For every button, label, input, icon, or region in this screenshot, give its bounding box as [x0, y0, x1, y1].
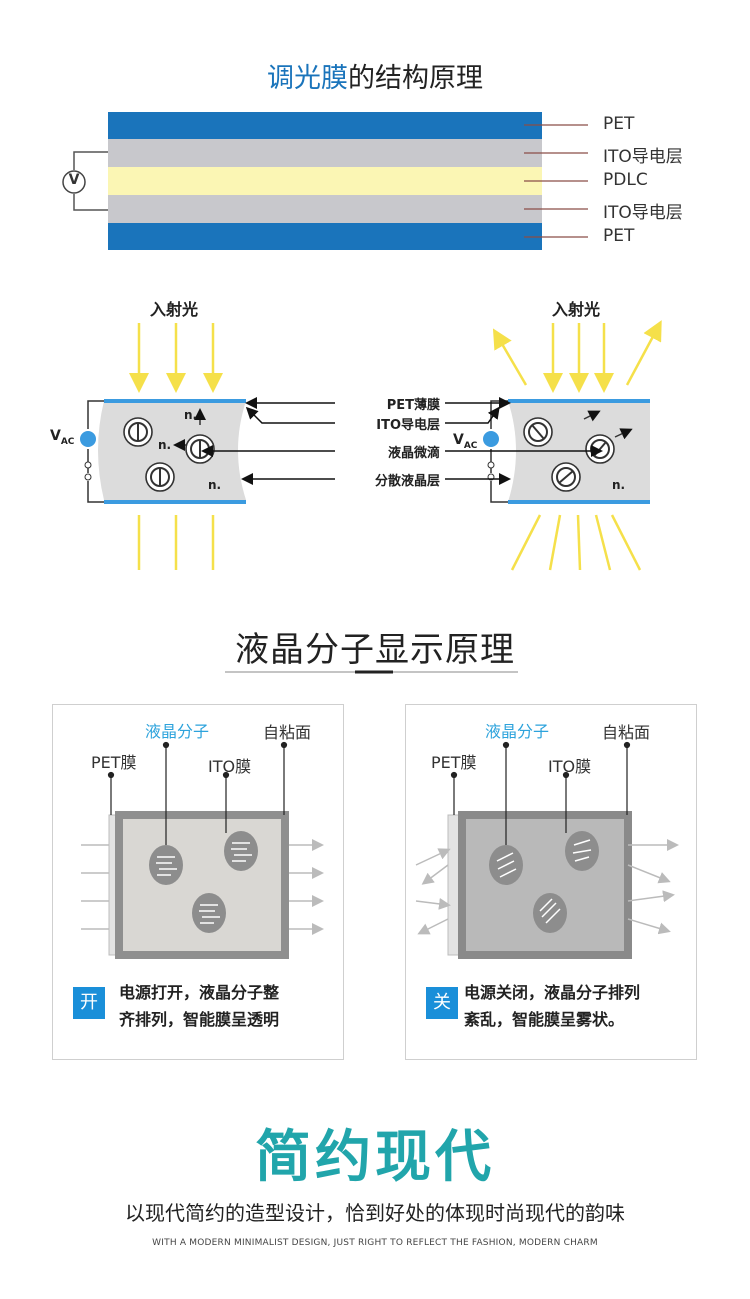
layer-label-pet-bottom: PET — [603, 226, 635, 246]
panel-power-off: 液晶分子 自粘面 PET膜 ITO膜 关 电源关闭，液晶分子排列紊乱，智能膜呈雾… — [405, 704, 697, 1060]
film-frame — [458, 811, 632, 959]
structure-title-highlight: 调光膜 — [267, 63, 348, 94]
layer-pet-top — [108, 112, 542, 139]
label-lc-droplet: 液晶微滴 — [387, 446, 440, 461]
lc-molecule-label: 液晶分子 — [485, 722, 550, 741]
modern-minimal-title: 简约现代 — [255, 1124, 495, 1190]
incident-light-left-label: 入射光 — [150, 300, 199, 319]
film-frame — [115, 811, 289, 959]
voltage-wire — [73, 151, 108, 211]
adhesive-surface-label: 自粘面 — [263, 723, 312, 742]
layer-stack-diagram — [62, 112, 588, 250]
left-n-label-b: n. — [158, 438, 172, 452]
left-ac-source-icon — [80, 431, 96, 447]
ito-film-label: ITO膜 — [208, 757, 252, 776]
center-leaders — [201, 397, 603, 485]
layer-label-ito-bottom: ITO导电层 — [603, 203, 683, 223]
layer-label-ito-top: ITO导电层 — [603, 147, 683, 167]
left-n-label-a: n. — [184, 408, 198, 422]
layer-label-pdlc: PDLC — [603, 170, 648, 190]
lc-molecule-icon — [149, 845, 183, 885]
label-pet-film: PET薄膜 — [386, 398, 440, 413]
power-on-description: 电源打开，液晶分子整齐排列，智能膜呈透明 — [119, 983, 280, 1029]
light-scatter-diagram — [80, 320, 662, 571]
slogan-en: WITH A MODERN MINIMALIST DESIGN, JUST RI… — [152, 1238, 598, 1248]
right-incoming-rays — [543, 323, 614, 393]
power-on-badge: 开 — [73, 987, 105, 1019]
left-transmitted-rays — [137, 515, 215, 570]
label-dispersed-lc-layer: 分散液晶层 — [374, 474, 440, 489]
lc-molecules-aligned — [149, 831, 258, 933]
right-ac-source-icon — [483, 431, 499, 447]
lc-molecule-icon — [533, 893, 567, 933]
label-ito-layer: ITO导电层 — [376, 418, 440, 433]
structure-title: 调光膜的结构原理 — [0, 56, 750, 95]
left-incoming-rays — [129, 323, 223, 393]
slogan-cn: 以现代简约的造型设计，恰到好处的体现时尚现代的韵味 — [125, 1201, 625, 1225]
power-off-badge: 关 — [426, 987, 458, 1019]
layer-pet-bottom — [108, 223, 542, 250]
pet-film-label: PET膜 — [91, 753, 137, 772]
right-n-label: n. — [612, 478, 626, 492]
pet-film-label: PET膜 — [431, 753, 477, 772]
incident-light-right-label: 入射光 — [552, 300, 601, 319]
left-n-label-c: n. — [208, 478, 222, 492]
layer-label-pet-top: PET — [603, 114, 635, 134]
title-underline — [225, 670, 518, 674]
right-scattered-rays — [510, 514, 642, 571]
left-vac-label: VAC — [50, 428, 75, 447]
right-vac-label: VAC — [453, 432, 478, 451]
layer-ito-top — [108, 139, 542, 167]
lc-molecule-label: 液晶分子 — [145, 722, 210, 741]
layer-ito-bottom — [108, 195, 542, 223]
layer-leaders — [524, 124, 588, 238]
layer-pdlc — [108, 167, 542, 195]
voltage-icon — [62, 170, 86, 194]
structure-title-rest: 的结构原理 — [348, 63, 483, 94]
ito-film-label: ITO膜 — [548, 757, 592, 776]
voltage-symbol: V — [68, 172, 80, 188]
panel-power-on: 液晶分子 自粘面 PET膜 ITO膜 开 电源打开，液晶分子整齐排列，智能膜呈透… — [52, 704, 344, 1060]
lc-molecule-icon — [192, 893, 226, 933]
right-reflected-rays — [492, 320, 662, 386]
lc-principle-title: 液晶分子显示原理 — [235, 630, 515, 670]
adhesive-surface-label: 自粘面 — [602, 723, 651, 742]
power-off-description: 电源关闭，液晶分子排列紊乱，智能膜呈雾状。 — [464, 983, 641, 1029]
lc-molecule-icon — [224, 831, 258, 871]
